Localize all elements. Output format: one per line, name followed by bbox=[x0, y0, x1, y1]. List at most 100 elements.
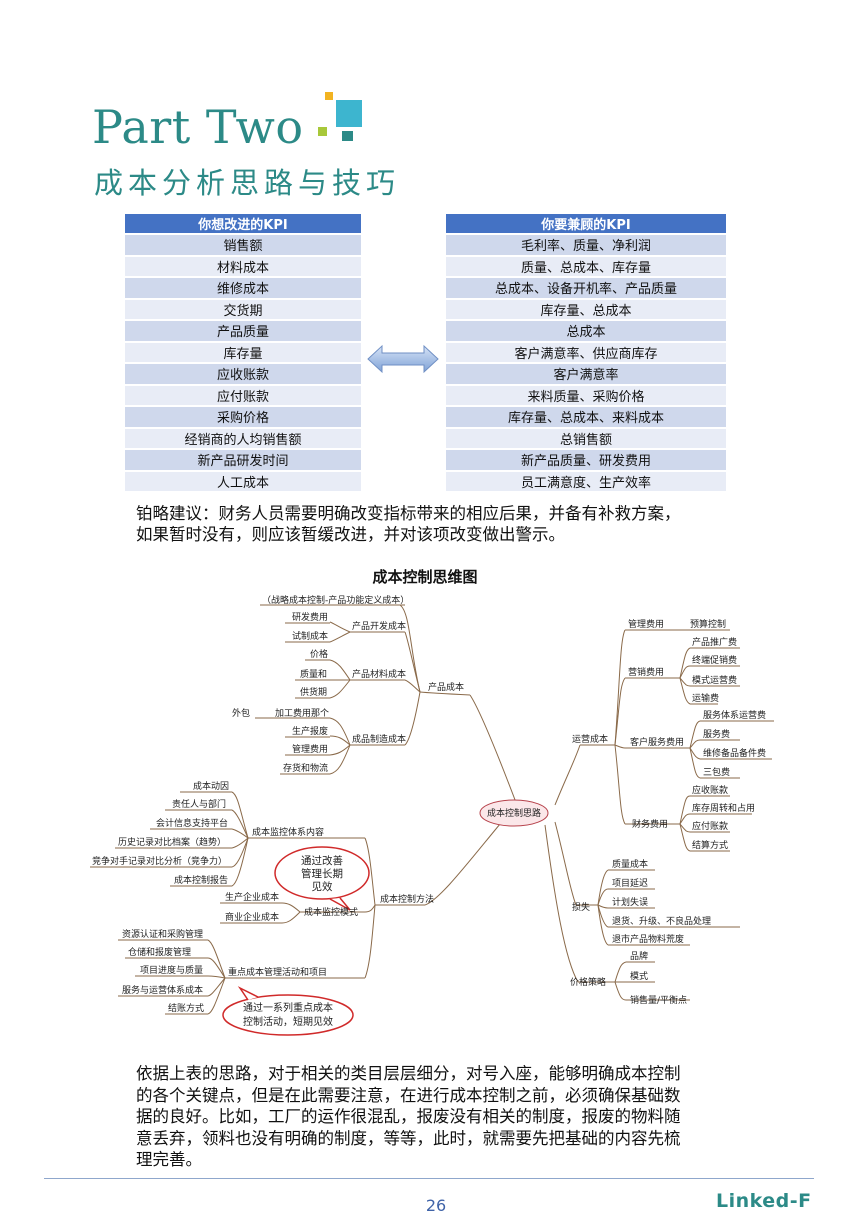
double-arrow-icon bbox=[367, 344, 439, 374]
brand-logo: Linked-F bbox=[716, 1190, 812, 1212]
node-sales-item: 产品推广费 bbox=[692, 636, 737, 648]
advice-line: 铂略建议：财务人员需要明确改变指标带来的相应后果，并备有补救方案， bbox=[136, 504, 681, 523]
node-material-item: 供货期 bbox=[300, 686, 327, 698]
node-mfg-item: 加工费用那个 bbox=[275, 707, 329, 719]
kpi-balance-cell: 员工满意度、生产效率 bbox=[446, 471, 726, 491]
node-monitor-system: 成本监控体系内容 bbox=[252, 826, 324, 838]
node-pricing-item: 品牌 bbox=[630, 950, 648, 962]
node-pricing-item: 销售量/平衡点 bbox=[630, 994, 687, 1006]
node-key-item: 仓储和报废管理 bbox=[128, 946, 191, 958]
mindmap-center-node bbox=[479, 799, 549, 827]
node-loss-item: 退市产品物料荒废 bbox=[612, 933, 684, 945]
node-material-cost: 产品材料成本 bbox=[352, 668, 406, 680]
node-fin-item: 结算方式 bbox=[692, 839, 728, 851]
kpi-balance-cell: 毛利率、质量、净利润 bbox=[446, 235, 726, 255]
mindmap-title: 成本控制思维图 bbox=[372, 568, 478, 586]
square-cyan-icon bbox=[336, 100, 362, 127]
kpi-balance-table: 你要兼顾的KPI 毛利率、质量、净利润 质量、总成本、库存量 总成本、设备开机率… bbox=[446, 212, 726, 493]
kpi-improve-cell: 维修成本 bbox=[125, 278, 361, 298]
kpi-balance-cell: 来料质量、采购价格 bbox=[446, 385, 726, 405]
kpi-balance-cell: 质量、总成本、库存量 bbox=[446, 256, 726, 276]
node-mfg-item: 生产报废 bbox=[292, 725, 328, 737]
kpi-balance-cell: 库存量、总成本 bbox=[446, 299, 726, 319]
node-mfg-item: 存货和物流 bbox=[283, 762, 328, 774]
node-cs-item: 服务体系运营费 bbox=[703, 709, 766, 721]
kpi-improve-table: 你想改进的KPI 销售额 材料成本 维修成本 交货期 产品质量 库存量 应收账款… bbox=[125, 212, 361, 493]
kpi-improve-cell: 销售额 bbox=[125, 235, 361, 255]
conclusion-paragraph: 依据上表的思路，对于相关的类目层层细分，对号入座，能够明确成本控制 的各个关键点… bbox=[136, 1063, 681, 1171]
kpi-balance-cell: 客户满意率、供应商库存 bbox=[446, 342, 726, 362]
node-loss-item: 计划失误 bbox=[612, 896, 648, 908]
node-fin-item: 应收账款 bbox=[692, 784, 728, 796]
conclusion-line: 据的良好。比如，工厂的运作很混乱，报废没有相关的制度，报废的物料随 bbox=[136, 1107, 681, 1126]
kpi-improve-cell: 库存量 bbox=[125, 342, 361, 362]
node-monitor-item: 责任人与部门 bbox=[172, 798, 226, 810]
kpi-improve-cell: 新产品研发时间 bbox=[125, 450, 361, 470]
conclusion-line: 意丢弃，领料也没有明确的制度，等等，此时，就需要先把基础的内容先梳 bbox=[136, 1128, 681, 1148]
kpi-improve-cell: 应收账款 bbox=[125, 364, 361, 384]
node-monitor-item: 历史记录对比档案（趋势） bbox=[118, 836, 226, 848]
advice-paragraph: 铂略建议：财务人员需要明确改变指标带来的相应后果，并备有补救方案， 如果暂时没有… bbox=[136, 503, 681, 545]
node-loss-item: 质量成本 bbox=[612, 858, 648, 870]
node-monitor-item: 成本控制报告 bbox=[174, 874, 228, 886]
page-title: Part Two bbox=[92, 100, 304, 154]
node-dev-cost: 产品开发成本 bbox=[352, 620, 406, 632]
node-dev-item: 研发费用 bbox=[292, 611, 328, 623]
node-key-item: 结账方式 bbox=[168, 1002, 204, 1014]
callout-short-term-line: 控制活动，短期见效 bbox=[243, 1015, 333, 1028]
conclusion-line: 依据上表的思路，对于相关的类目层层细分，对号入座，能够明确成本控制 bbox=[136, 1064, 681, 1083]
node-mode-item: 生产企业成本 bbox=[225, 891, 279, 903]
node-control-method: 成本控制方法 bbox=[380, 893, 434, 905]
callout-long-term-line: 管理长期 bbox=[301, 867, 343, 880]
square-yellow-icon bbox=[325, 92, 333, 100]
callout-long-term-line: 通过改善 bbox=[301, 854, 343, 867]
page-subtitle: 成本分析思路与技巧 bbox=[94, 166, 401, 200]
callout-short-term bbox=[222, 994, 354, 1036]
kpi-improve-cell: 采购价格 bbox=[125, 407, 361, 427]
node-sales-fee: 营销费用 bbox=[628, 666, 664, 678]
square-green-icon bbox=[318, 127, 327, 136]
node-loss-item: 项目延迟 bbox=[612, 877, 648, 889]
kpi-balance-cell: 新产品质量、研发费用 bbox=[446, 450, 726, 470]
kpi-improve-cell: 经销商的人均销售额 bbox=[125, 428, 361, 448]
callout-long-term-line: 见效 bbox=[312, 880, 333, 893]
advice-line: 如果暂时没有，则应该暂缓改进，并对该项改变做出警示。 bbox=[136, 525, 565, 544]
kpi-balance-cell: 总销售额 bbox=[446, 428, 726, 448]
node-monitor-item: 成本动因 bbox=[193, 780, 229, 792]
node-material-item: 质量和 bbox=[300, 668, 327, 680]
kpi-balance-cell: 客户满意率 bbox=[446, 364, 726, 384]
node-mgmt-item: 预算控制 bbox=[690, 618, 726, 630]
node-mode: 成本监控模式 bbox=[304, 906, 358, 918]
conclusion-line: 的各个关键点，但是在此需要注意，在进行成本控制之前，必须确保基础数 bbox=[136, 1085, 681, 1105]
node-key-activities: 重点成本管理活动和项目 bbox=[228, 966, 327, 978]
kpi-improve-cell: 材料成本 bbox=[125, 256, 361, 276]
node-key-item: 服务与运营体系成本 bbox=[122, 984, 203, 996]
node-pricing: 价格策略 bbox=[570, 976, 606, 988]
node-loss-item: 退货、升级、不良品处理 bbox=[612, 915, 711, 927]
node-ops-cost: 运营成本 bbox=[572, 733, 608, 745]
node-key-item: 资源认证和采购管理 bbox=[122, 928, 203, 940]
node-mfg-cost: 成品制造成本 bbox=[352, 733, 406, 745]
callout-long-term bbox=[274, 846, 370, 900]
node-cs-fee: 客户服务费用 bbox=[630, 736, 684, 748]
kpi-improve-cell: 应付账款 bbox=[125, 385, 361, 405]
footer-divider bbox=[44, 1178, 814, 1179]
kpi-improve-cell: 交货期 bbox=[125, 299, 361, 319]
node-sales-item: 运输费 bbox=[692, 692, 719, 704]
node-dev-item: 试制成本 bbox=[292, 630, 328, 642]
node-material-item: 价格 bbox=[310, 648, 328, 660]
conclusion-line: 理完善。 bbox=[136, 1150, 202, 1169]
kpi-balance-cell: 总成本 bbox=[446, 321, 726, 341]
node-monitor-item: 会计信息支持平台 bbox=[156, 817, 228, 829]
node-key-item: 项目进度与质量 bbox=[140, 964, 203, 976]
callout-short-term-line: 通过一系列重点成本 bbox=[243, 1001, 333, 1014]
node-loss: 损失 bbox=[572, 901, 590, 913]
node-cs-item: 维修备品备件费 bbox=[703, 747, 766, 759]
kpi-balance-cell: 总成本、设备开机率、产品质量 bbox=[446, 278, 726, 298]
mindmap-center-label: 成本控制思路 bbox=[487, 807, 541, 819]
node-outsource: 外包 bbox=[232, 707, 250, 719]
node-sales-item: 模式运营费 bbox=[692, 674, 737, 686]
node-cs-item: 三包费 bbox=[703, 766, 730, 778]
node-strategy: （战略成本控制-产品功能定义成本） bbox=[262, 594, 409, 606]
